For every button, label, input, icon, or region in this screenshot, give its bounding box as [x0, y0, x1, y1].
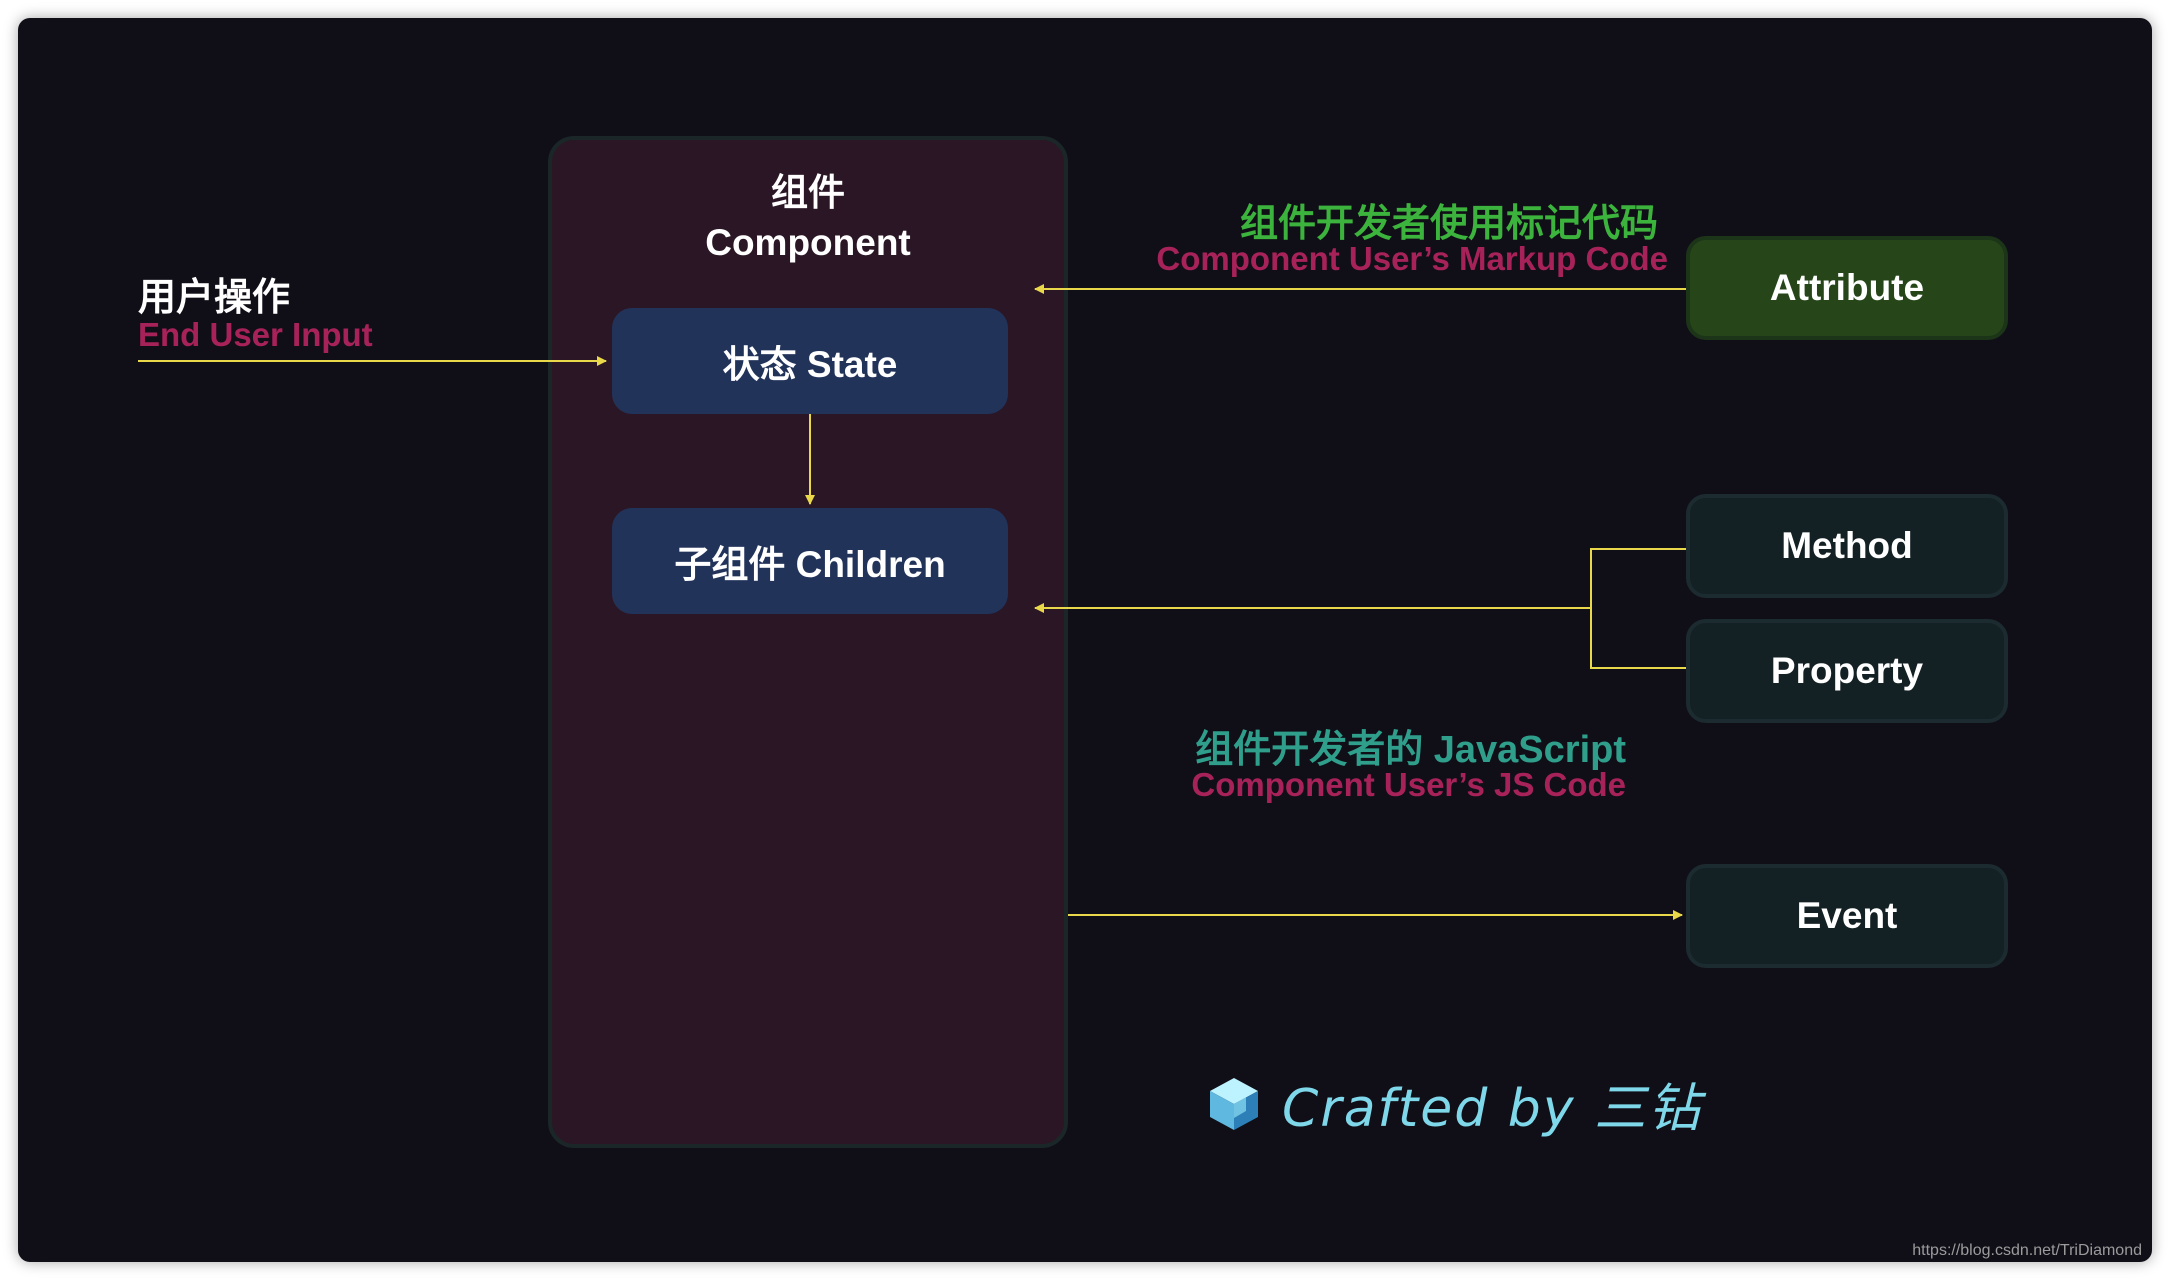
component-container — [548, 136, 1068, 1148]
children-box: 子组件 Children — [612, 508, 1008, 614]
credit-text: Crafted by 三钻 — [1282, 1079, 1703, 1139]
connector-arrows — [138, 284, 1686, 920]
markup-label-en: Component User’s Markup Code — [1156, 240, 1668, 277]
method-property-bracket — [1590, 548, 1686, 669]
credit: Crafted by 三钻 — [1208, 1066, 1702, 1141]
component-title-cn: 组件 — [771, 172, 845, 213]
component-title-en: Component — [705, 222, 911, 263]
attribute-box: Attribute — [1686, 236, 2008, 340]
component-title: 组件 Component — [548, 168, 1068, 268]
markup-label-cn: 组件开发者使用标记代码 — [1239, 203, 1658, 245]
event-box: Event — [1686, 864, 2008, 968]
property-box: Property — [1686, 619, 2008, 723]
state-box: 状态 State — [612, 308, 1008, 414]
cube-logo-icon — [1210, 1077, 1258, 1130]
watermark: https://blog.csdn.net/TriDiamond — [1912, 1242, 2142, 1259]
js-label-cn: 组件开发者的 JavaScript — [1195, 729, 1626, 771]
end-user-label-cn: 用户操作 — [138, 277, 291, 319]
diagram-canvas: 组件 Component 状态 State 子组件 Children 用户操作 … — [18, 18, 2152, 1262]
end-user-label-en: End User Input — [138, 316, 373, 353]
js-label-en: Component User’s JS Code — [1191, 766, 1626, 803]
method-box: Method — [1686, 494, 2008, 598]
